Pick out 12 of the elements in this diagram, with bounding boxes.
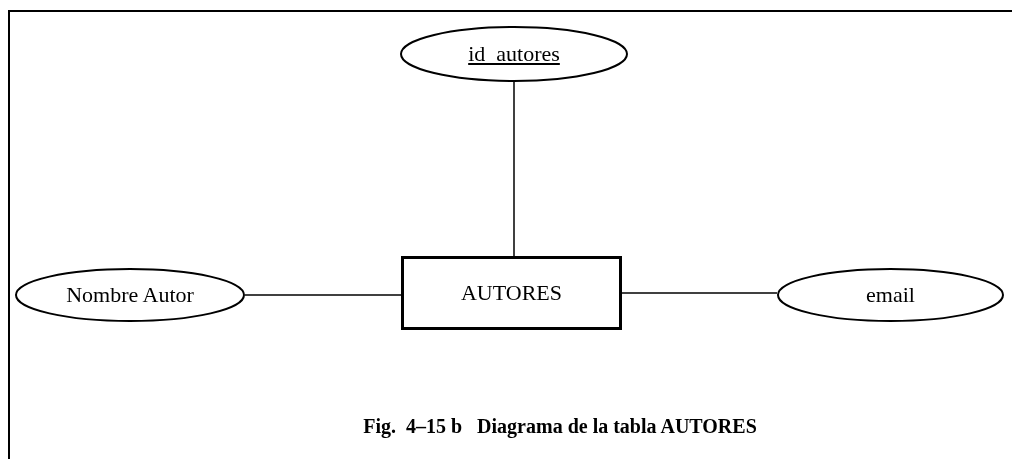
figure-caption: Fig. 4–15 b Diagrama de la tabla AUTORES — [362, 415, 758, 438]
connector-line — [621, 292, 778, 294]
attribute-name: email — [866, 282, 915, 308]
attribute-name: Nombre Autor — [66, 282, 194, 308]
connector-line — [513, 81, 515, 257]
attribute-ellipse — [777, 268, 1004, 322]
connector-line — [244, 294, 402, 296]
entity-name: AUTORES — [460, 280, 563, 306]
attribute-name: id_autores — [468, 41, 560, 67]
attribute-ellipse — [15, 268, 245, 322]
key-attribute-ellipse — [400, 26, 628, 82]
entity-box — [401, 256, 622, 330]
